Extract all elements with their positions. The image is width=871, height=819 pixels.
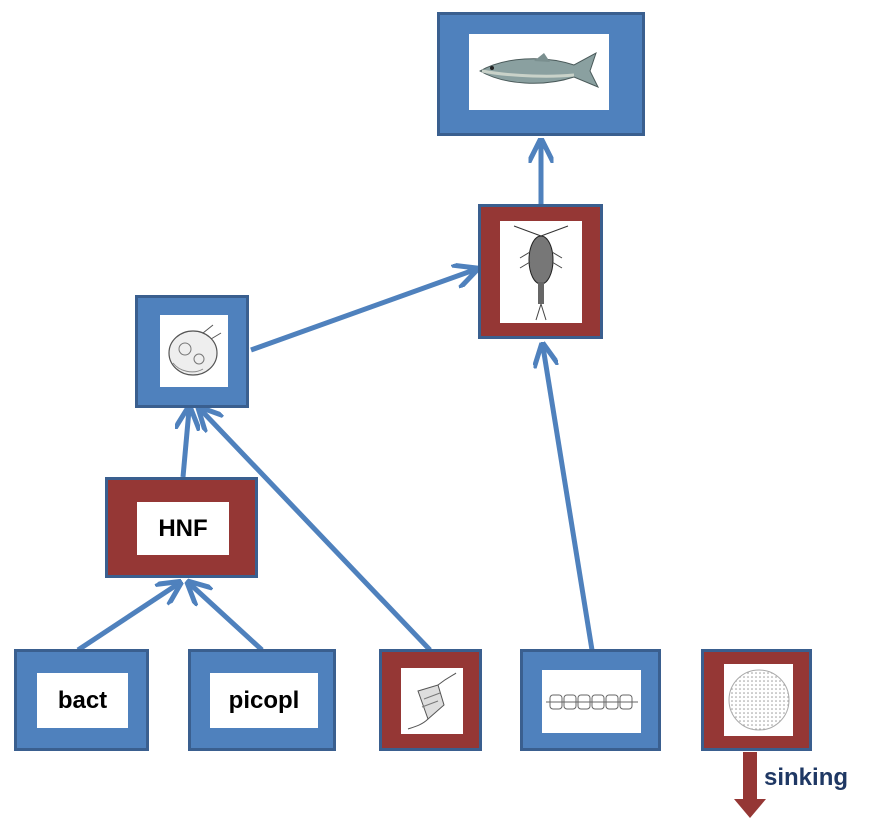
copepod-box [478,204,603,339]
arrow-dinoflagellate-to-ciliate [201,410,432,652]
arrow-diatom-to-copepod [543,347,595,651]
ciliate-box [135,295,249,408]
diatom-chain-box [520,649,661,751]
bact-label: bact [57,686,108,714]
picopl-box: picopl [188,649,336,751]
ciliate-icon [168,324,222,376]
dinoflagellate-icon [407,672,457,730]
spherical-cell-icon [728,669,789,731]
bact-box: bact [14,649,149,751]
arrow-picopl-to-hnf [190,584,264,652]
arrow-ciliate-to-copepod [250,270,474,353]
copepod-icon [513,225,569,321]
fish-icon [479,51,600,88]
diatom-chain-icon [545,694,638,709]
dinoflagellate-box [379,649,482,751]
arrow-bact-to-hnf [76,584,178,653]
sinking-label: sinking [764,764,849,791]
fish-box [437,12,645,136]
hnf-label: HNF [158,514,208,542]
arrow-hnf-to-ciliate [183,410,189,478]
sinking-arrow [734,752,766,818]
picopl-label: picopl [228,686,300,714]
spherical-cell-box [701,649,812,751]
hnf-box: HNF [105,477,258,578]
